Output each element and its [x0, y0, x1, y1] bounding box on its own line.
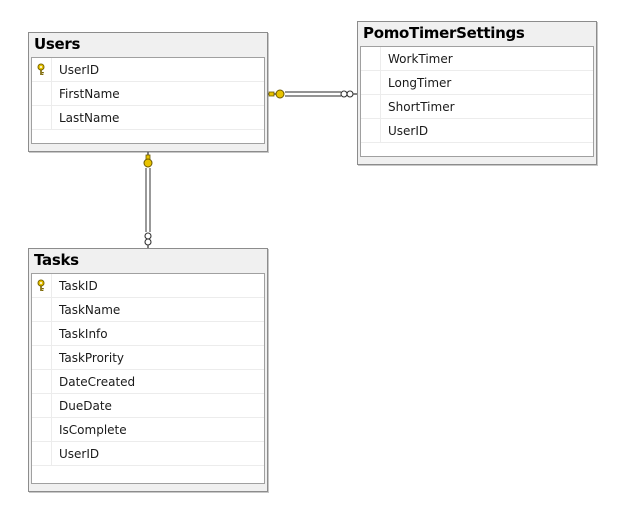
column-name: DateCreated [59, 375, 136, 389]
row-selector [32, 106, 52, 129]
primary-key-icon [32, 274, 52, 297]
column-list: TaskID TaskName TaskInfo TaskPrority Dat… [31, 273, 265, 484]
column-name: FirstName [59, 87, 120, 101]
column-row[interactable]: UserID [32, 58, 264, 82]
row-selector [32, 322, 52, 345]
table-tasks[interactable]: Tasks TaskID TaskName TaskInfo [28, 248, 268, 492]
column-row[interactable]: WorkTimer [361, 47, 593, 71]
column-name: DueDate [59, 399, 112, 413]
column-row[interactable]: UserID [361, 119, 593, 143]
column-list: WorkTimer LongTimer ShortTimer UserID [360, 46, 594, 157]
column-row[interactable]: IsComplete [32, 418, 264, 442]
table-title: Users [34, 35, 81, 53]
column-row[interactable]: DateCreated [32, 370, 264, 394]
row-selector [32, 298, 52, 321]
key-icon [143, 152, 153, 168]
row-selector [32, 394, 52, 417]
column-name: TaskInfo [59, 327, 108, 341]
column-name: UserID [59, 63, 100, 77]
row-selector [32, 82, 52, 105]
column-list: UserID FirstName LastName [31, 57, 265, 144]
row-selector [361, 119, 381, 142]
column-name: LongTimer [388, 76, 452, 90]
relationship-users-pomo[interactable] [268, 89, 357, 99]
column-row[interactable]: FirstName [32, 82, 264, 106]
table-pomotimersettings[interactable]: PomoTimerSettings WorkTimer LongTimer Sh… [357, 21, 597, 165]
row-selector [361, 47, 381, 70]
column-name: TaskID [59, 279, 98, 293]
infinity-icon [144, 232, 152, 248]
column-row[interactable]: LongTimer [361, 71, 593, 95]
column-row[interactable]: TaskID [32, 274, 264, 298]
column-name: ShortTimer [388, 100, 455, 114]
column-name: LastName [59, 111, 120, 125]
column-name: TaskPrority [59, 351, 125, 365]
column-row[interactable]: ShortTimer [361, 95, 593, 119]
infinity-icon [340, 90, 357, 98]
column-row[interactable]: LastName [32, 106, 264, 130]
primary-key-icon [32, 58, 52, 81]
column-row[interactable]: TaskPrority [32, 346, 264, 370]
column-row[interactable]: TaskName [32, 298, 264, 322]
column-name: IsComplete [59, 423, 127, 437]
column-name: UserID [59, 447, 100, 461]
column-row[interactable]: UserID [32, 442, 264, 466]
row-selector [32, 418, 52, 441]
relationship-users-tasks[interactable] [143, 152, 153, 248]
table-title: PomoTimerSettings [363, 24, 525, 42]
column-row[interactable]: DueDate [32, 394, 264, 418]
column-name: UserID [388, 124, 429, 138]
table-title: Tasks [34, 251, 79, 269]
row-selector [32, 442, 52, 465]
table-users[interactable]: Users UserID FirstName LastName [28, 32, 268, 152]
row-selector [32, 370, 52, 393]
key-icon [268, 89, 285, 99]
row-selector [361, 71, 381, 94]
column-row[interactable]: TaskInfo [32, 322, 264, 346]
row-selector [361, 95, 381, 118]
column-name: WorkTimer [388, 52, 453, 66]
row-selector [32, 346, 52, 369]
column-name: TaskName [59, 303, 121, 317]
